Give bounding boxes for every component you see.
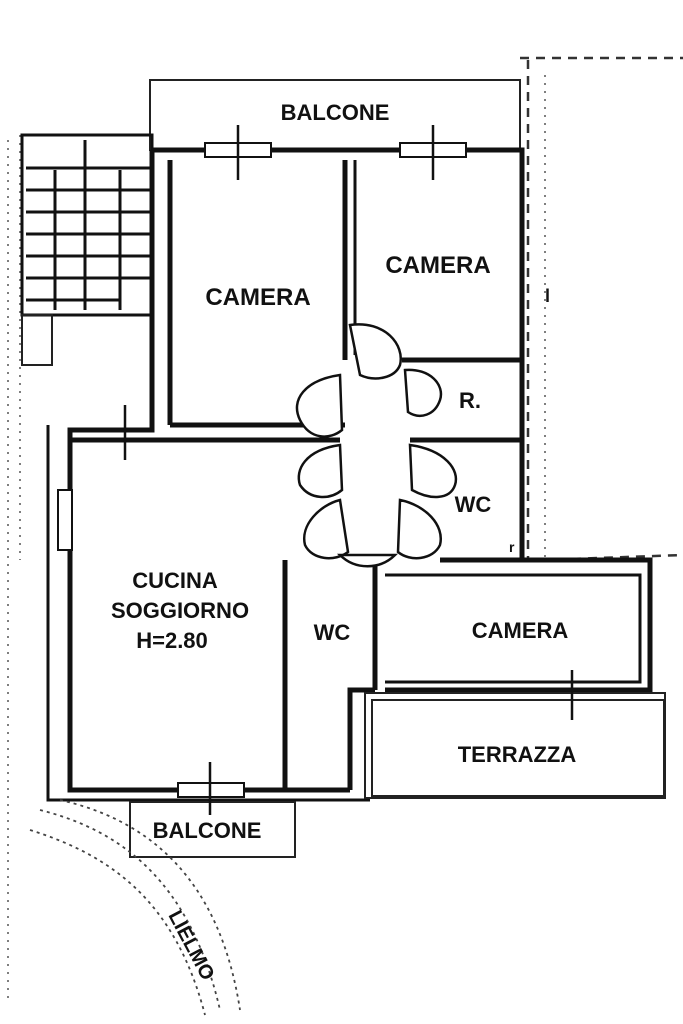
label-ripostiglio: R.: [459, 388, 481, 413]
label-camera-lower: CAMERA: [472, 618, 569, 643]
interior-walls: [70, 160, 653, 790]
misc-marks: l r: [509, 286, 550, 555]
stray-mark: l: [545, 286, 550, 306]
label-balcone-bottom: BALCONE: [153, 818, 262, 843]
terrace: [364, 692, 666, 799]
label-wc-center: WC: [314, 620, 351, 645]
staircase: [20, 133, 154, 366]
label-cucina: CUCINA: [132, 568, 218, 593]
label-terrazza: TERRAZZA: [458, 742, 577, 767]
label-ceiling-height: H=2.80: [136, 628, 208, 653]
label-wc-right: WC: [455, 492, 492, 517]
label-soggiorno: SOGGIORNO: [111, 598, 249, 623]
windows: [57, 125, 600, 815]
balcony-bottom: [129, 801, 296, 858]
door-swings: [295, 323, 458, 568]
label-camera-right: CAMERA: [385, 252, 490, 279]
label-camera-left: CAMERA: [205, 284, 310, 311]
label-balcone-top: BALCONE: [281, 100, 390, 125]
street-name: LIELMO: [164, 907, 219, 984]
street-arc: [29, 799, 241, 1016]
stray-mark-2: r: [509, 539, 515, 555]
